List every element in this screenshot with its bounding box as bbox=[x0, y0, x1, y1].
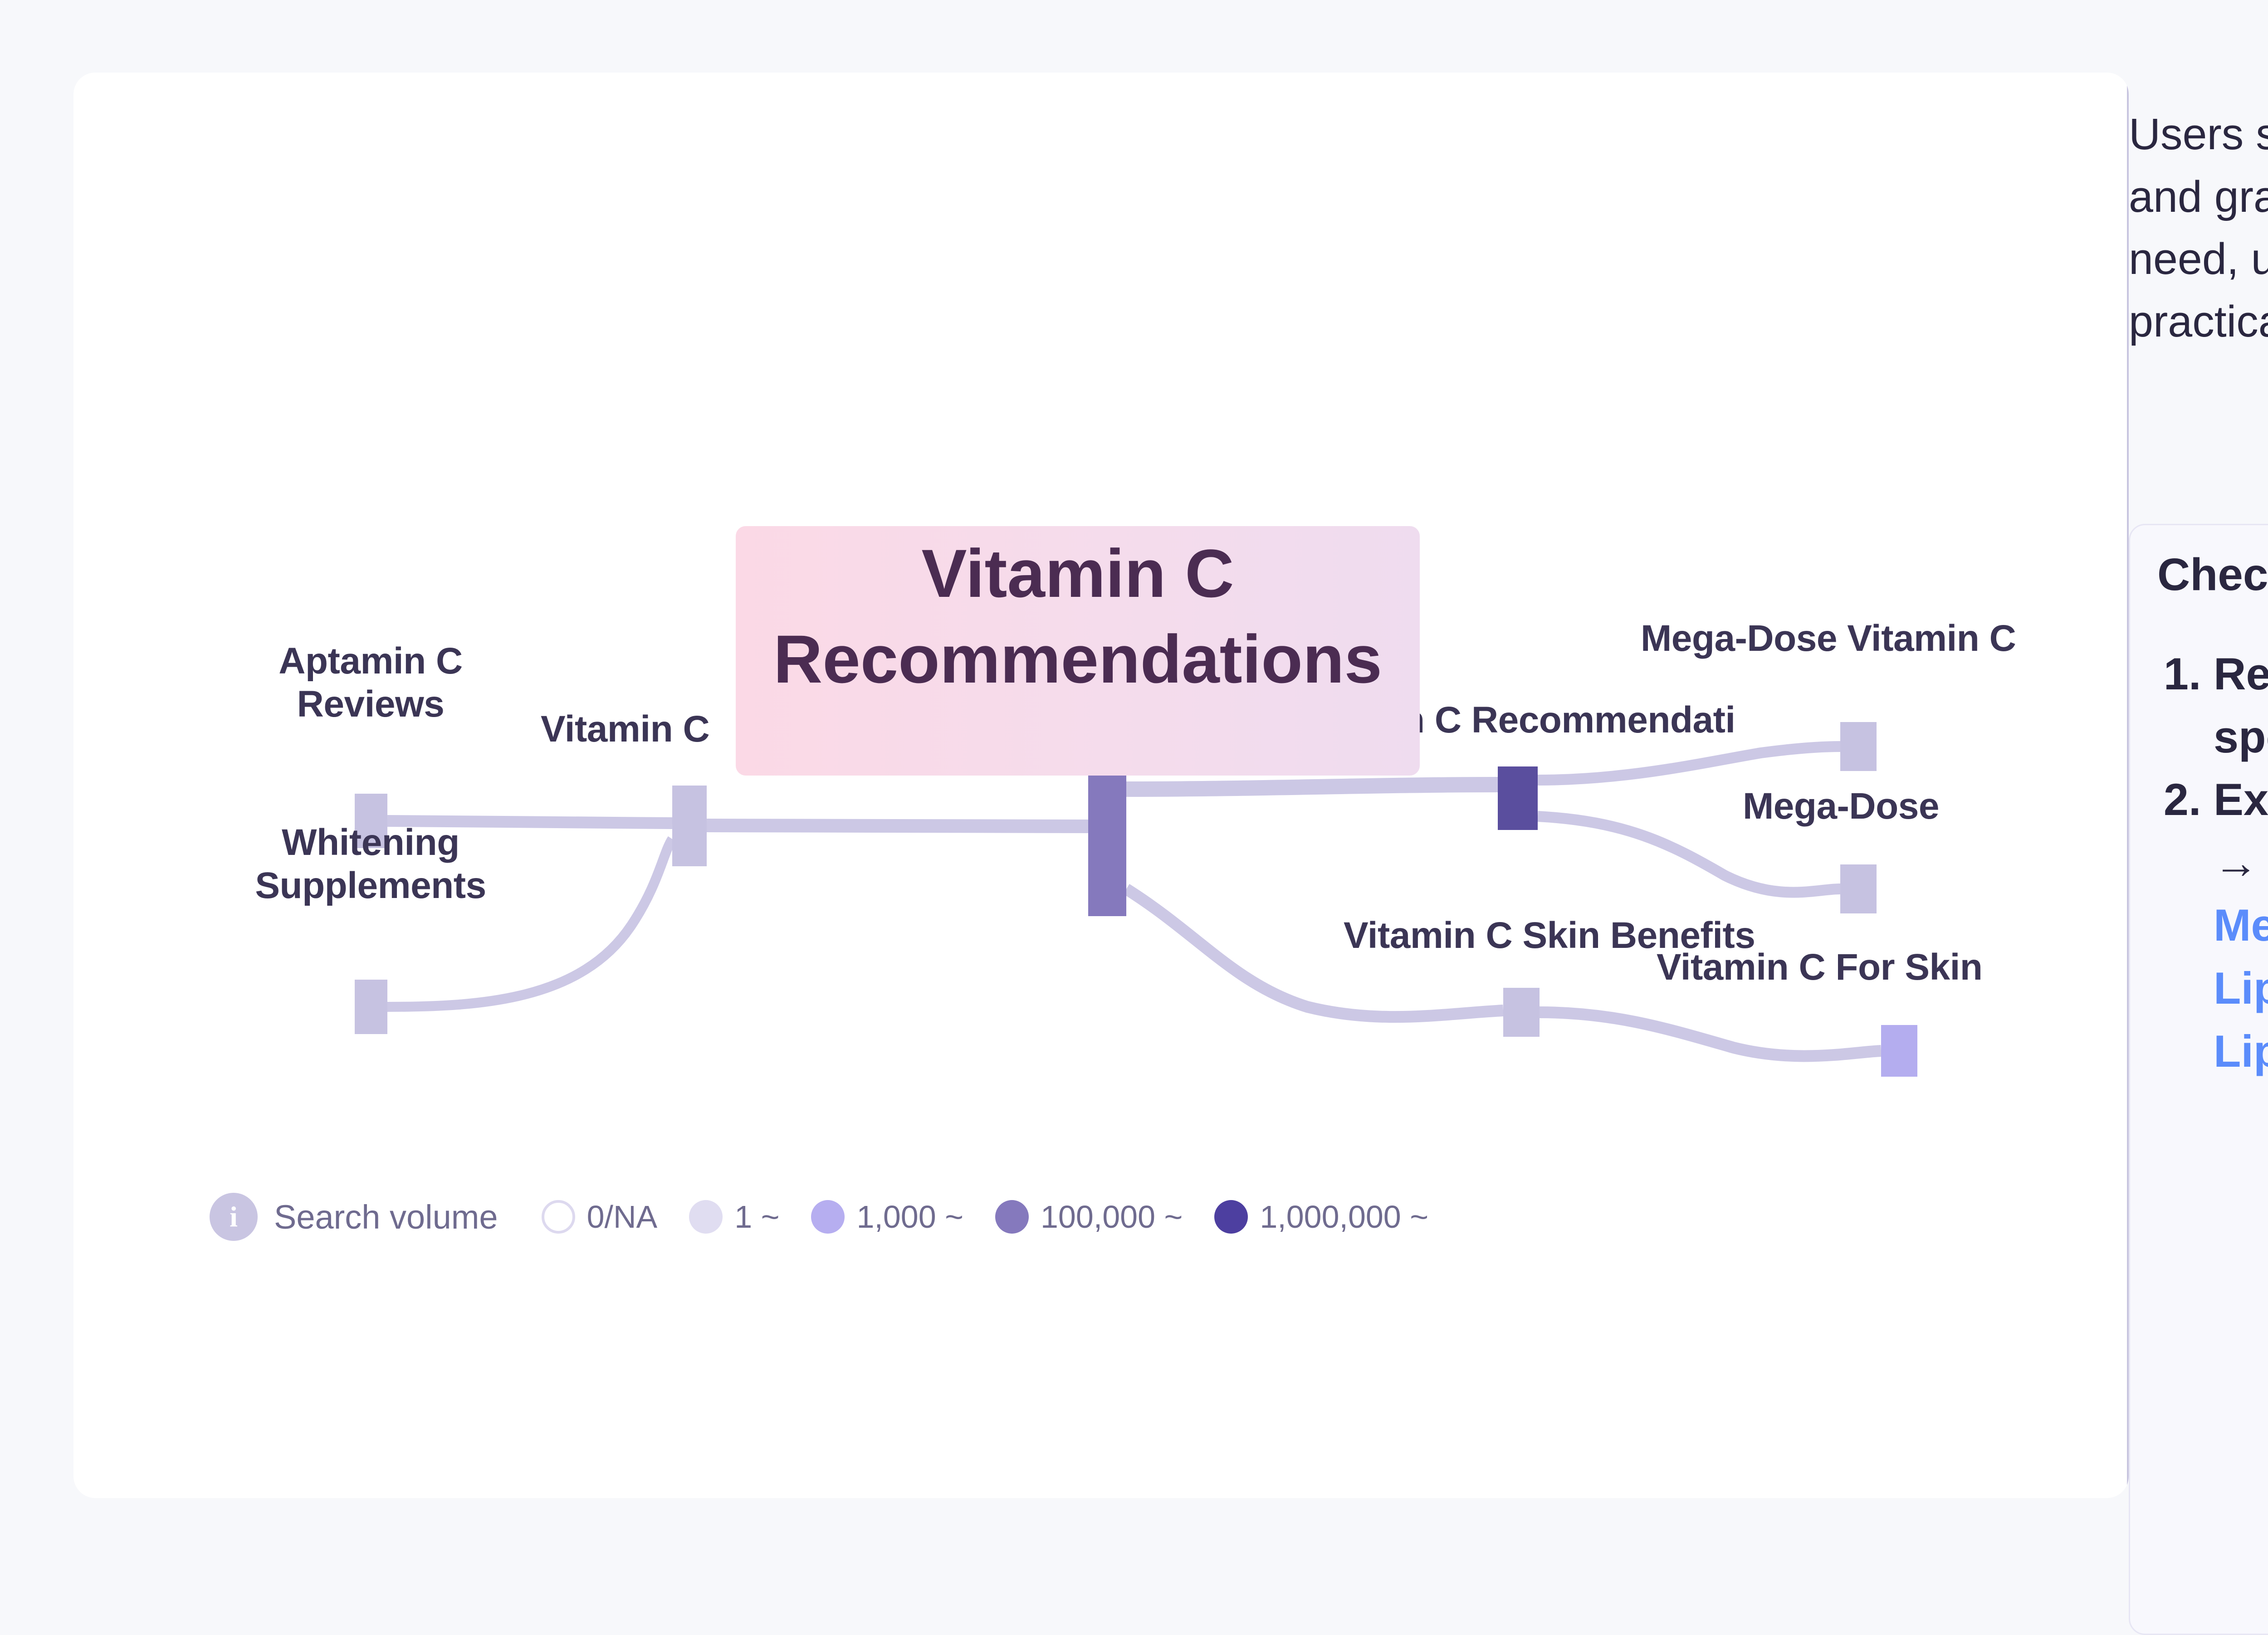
legend-label: 100,000 ~ bbox=[1040, 1199, 1183, 1235]
graph-label-mega-dose-vitamin-c[interactable]: Mega-Dose Vitamin C bbox=[1641, 618, 2016, 659]
graph-node-mega-dose bbox=[1840, 864, 1877, 913]
legend-item-0-na[interactable]: 0/NA bbox=[541, 1199, 658, 1235]
path-item-1-text: Recommendation-based formulation special… bbox=[2214, 649, 2268, 762]
graph-node-vitamin-c bbox=[672, 786, 707, 866]
path-link-liposomal-vitamin-c-recommendations[interactable]: Liposomal Vitamin C recommendations bbox=[2214, 962, 2268, 1013]
legend-swatch bbox=[541, 1200, 575, 1234]
graph-node-aptamin-c-reviews bbox=[355, 794, 387, 848]
paths-list: Recommendation-based formulation special… bbox=[2157, 643, 2268, 1083]
legend-label: 1,000 ~ bbox=[856, 1199, 963, 1235]
legend-swatch bbox=[811, 1200, 845, 1234]
highlighted-node-line2: Recommendations bbox=[773, 621, 1382, 697]
graph-node-vitamin-c-skin-benefits bbox=[1503, 988, 1540, 1037]
graph-label-mega-dose[interactable]: Mega-Dose bbox=[1743, 786, 1939, 827]
highlighted-node-label: Vitamin C Recommendations bbox=[736, 531, 1420, 702]
highlighted-node-line1: Vitamin C bbox=[921, 535, 1234, 611]
graph-label-vitamin-c[interactable]: Vitamin C bbox=[541, 708, 710, 750]
panel-divider bbox=[2127, 73, 2129, 1498]
graph-label-aptamin-c-reviews[interactable]: Aptamin C Reviews bbox=[264, 639, 477, 726]
graph-node-whitening-supplements bbox=[355, 980, 387, 1034]
exploration-path-graph[interactable] bbox=[73, 73, 2129, 1498]
graph-node-vitamin-c-recommendations bbox=[1088, 762, 1126, 916]
path-list-item-2: Exploration path: Vitamin C recommendati… bbox=[2214, 768, 2268, 1083]
graph-nodes bbox=[355, 722, 1917, 1077]
path-link-mega-dose-vitamin-c-recommendations[interactable]: Mega-dose Vitamin C recommendations bbox=[2214, 900, 2268, 951]
legend-item-1000[interactable]: 1,000 ~ bbox=[811, 1199, 963, 1235]
legend-swatch bbox=[1214, 1200, 1248, 1234]
graph-node-mega-dose-vitamin-c bbox=[1840, 722, 1877, 771]
graph-links bbox=[387, 741, 1882, 1062]
key-exploration-paths-card: Check Top 3 Key Exploration Paths Recomm… bbox=[2129, 524, 2268, 1635]
legend-label: 1 ~ bbox=[734, 1199, 780, 1235]
graph-label-line1: Aptamin C bbox=[279, 640, 463, 682]
path-list-item-1: Recommendation-based formulation special… bbox=[2214, 643, 2268, 768]
graph-node-vitamin-c-for-skin bbox=[1881, 1025, 1917, 1077]
path-arrow-icon: → bbox=[2214, 837, 2258, 888]
graph-label-line2: Supplements bbox=[255, 865, 486, 907]
legend-item-1[interactable]: 1 ~ bbox=[689, 1199, 779, 1235]
paths-card-header[interactable]: Check Top 3 Key Exploration Paths bbox=[2157, 549, 2268, 601]
legend-swatch bbox=[995, 1200, 1029, 1234]
insights-panel: Users start with comprehensive vitamin i… bbox=[2129, 0, 2268, 1635]
highlighted-node-box[interactable] bbox=[736, 526, 1420, 776]
legend-title: Search volume bbox=[274, 1198, 498, 1236]
legend-label: 1,000,000 ~ bbox=[1260, 1199, 1429, 1235]
search-volume-legend: i Search volume 0/NA 1 ~ 1,000 ~ 100,000… bbox=[210, 1193, 1460, 1241]
graph-label-vitamin-c-for-skin[interactable]: Vitamin C For Skin bbox=[1657, 947, 1983, 988]
legend-title-group: i Search volume bbox=[210, 1193, 542, 1241]
main-content-card: Aptamin C Reviews Whitening Supplements … bbox=[73, 73, 2129, 1498]
legend-swatch bbox=[689, 1200, 723, 1234]
legend-item-1000000[interactable]: 1,000,000 ~ bbox=[1214, 1199, 1428, 1235]
graph-label-line1: Whitening bbox=[282, 822, 459, 863]
legend-item-100000[interactable]: 100,000 ~ bbox=[995, 1199, 1183, 1235]
path-item-2-prefix: Exploration path: bbox=[2214, 774, 2268, 825]
info-icon[interactable]: i bbox=[210, 1193, 258, 1241]
graph-label-whitening-supplements[interactable]: Whitening Supplements bbox=[255, 821, 486, 907]
graph-node-domestic-vitamin-c-recommendations bbox=[1498, 766, 1538, 830]
summary-text: Users start with comprehensive vitamin i… bbox=[2129, 109, 2268, 347]
legend-label: 0/NA bbox=[587, 1199, 658, 1235]
path-link-liposomal-vitamin-c-prices[interactable]: Liposomal Vitamin C prices bbox=[2214, 1025, 2268, 1076]
graph-label-line2: Reviews bbox=[297, 683, 445, 725]
graph-label-vitamin-c-skin-benefits[interactable]: Vitamin C Skin Benefits bbox=[1344, 915, 1755, 956]
paths-card-title: Check Top 3 Key Exploration Paths bbox=[2157, 549, 2268, 600]
